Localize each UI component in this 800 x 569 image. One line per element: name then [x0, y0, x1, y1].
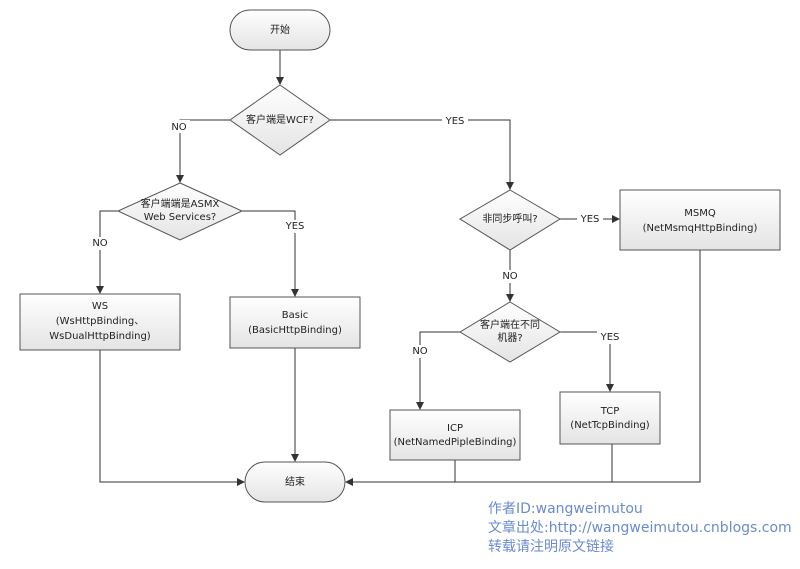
svg-text:客户端端是ASMX: 客户端端是ASMX	[141, 197, 220, 210]
decision-async: 非同步呼叫?	[459, 189, 561, 251]
box-icp: ICP (NetNamedPipleBinding)	[389, 409, 521, 461]
svg-text:(NetMsmqHttpBinding): (NetMsmqHttpBinding)	[643, 223, 758, 234]
watermark-author: 作者ID:wangweimutou	[488, 501, 643, 517]
svg-text:Basic: Basic	[282, 310, 308, 321]
start-node: 开始	[229, 9, 331, 51]
decision-is-asmx: 客户端端是ASMX Web Services?	[116, 182, 244, 241]
svg-text:Web Services?: Web Services?	[144, 212, 216, 223]
svg-text:ICP: ICP	[447, 423, 463, 434]
svg-text:(BasicHttpBinding): (BasicHttpBinding)	[248, 325, 342, 336]
svg-text:MSMQ: MSMQ	[684, 208, 716, 219]
label-yes: YES	[580, 214, 600, 225]
decision-is-wcf: 客户端是WCF?	[229, 84, 331, 156]
connectors	[96, 50, 701, 486]
svg-text:客户端是WCF?: 客户端是WCF?	[246, 113, 314, 126]
watermark-source: 文章出处:http://wangweimutou.cnblogs.com	[488, 520, 792, 536]
svg-text:开始: 开始	[270, 23, 290, 36]
svg-text:机器?: 机器?	[497, 331, 522, 344]
watermark-notice: 转载请注明原文链接	[488, 539, 614, 555]
edge-labels: NO YES NO YES YES NO NO YES	[89, 114, 623, 358]
svg-text:WsDualHttpBinding): WsDualHttpBinding)	[49, 331, 151, 342]
label-yes: YES	[600, 332, 620, 343]
svg-text:客户端在不同: 客户端在不同	[480, 318, 540, 331]
label-no: NO	[502, 271, 517, 282]
end-node: 结束	[244, 461, 346, 503]
box-ws: WS (WsHttpBinding、 WsDualHttpBinding)	[19, 293, 181, 351]
label-no: NO	[171, 122, 186, 133]
svg-text:(NetTcpBinding): (NetTcpBinding)	[570, 420, 649, 431]
box-basic: Basic (BasicHttpBinding)	[229, 296, 361, 349]
svg-text:WS: WS	[92, 301, 108, 312]
decision-different-machine: 客户端在不同 机器?	[459, 301, 561, 363]
svg-text:(WsHttpBinding、: (WsHttpBinding、	[56, 316, 145, 327]
label-yes: YES	[445, 116, 465, 127]
label-no: NO	[412, 346, 427, 357]
svg-text:(NetNamedPipleBinding): (NetNamedPipleBinding)	[394, 437, 517, 448]
svg-text:结束: 结束	[285, 475, 305, 488]
box-msmq: MSMQ (NetMsmqHttpBinding)	[619, 189, 781, 251]
label-no: NO	[92, 238, 107, 249]
box-tcp: TCP (NetTcpBinding)	[559, 391, 661, 445]
svg-text:TCP: TCP	[600, 406, 620, 417]
svg-text:非同步呼叫?: 非同步呼叫?	[482, 213, 537, 225]
label-yes: YES	[285, 221, 305, 232]
